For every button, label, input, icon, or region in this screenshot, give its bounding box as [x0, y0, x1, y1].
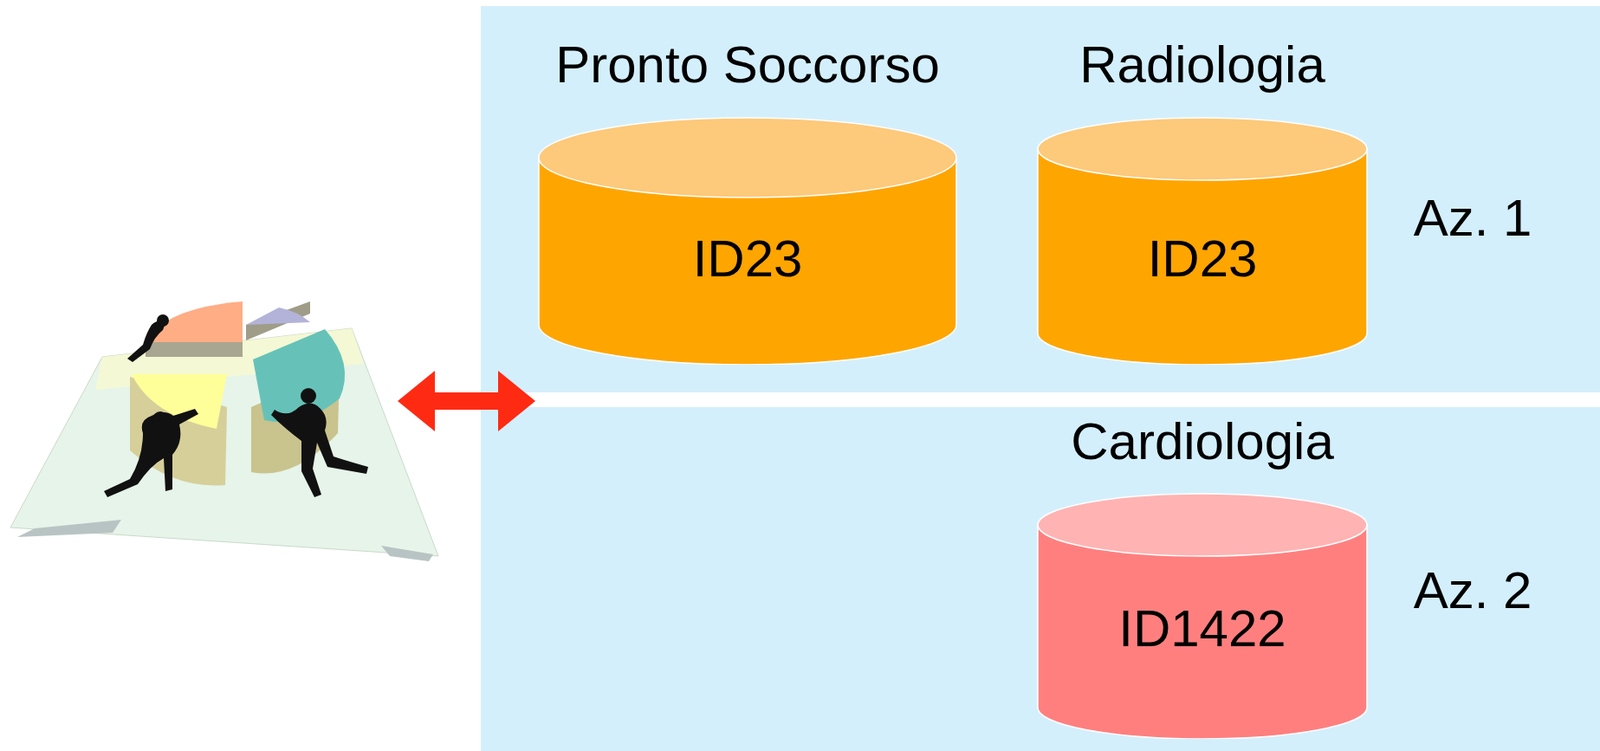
- company-label: Az. 1: [1413, 187, 1533, 248]
- clipart-shadow: [381, 545, 434, 562]
- database-cylinder: RadiologiaID23: [1036, 34, 1368, 365]
- department-title: Radiologia: [1079, 34, 1326, 95]
- pie-slice: [145, 301, 243, 343]
- pie-side: [246, 301, 311, 341]
- figure-silhouette: [103, 408, 199, 498]
- cylinder-top: [1037, 117, 1367, 181]
- company-band: Az. 2 CardiologiaID1422: [480, 407, 1600, 751]
- company-label: Az. 2: [1413, 560, 1533, 621]
- database-id: ID23: [1147, 228, 1258, 289]
- database-id: ID1422: [1118, 598, 1286, 659]
- figure-head: [156, 314, 169, 327]
- pie-slice: [246, 307, 311, 325]
- figure-silhouette: [271, 402, 369, 498]
- pie-side: [145, 342, 243, 357]
- figure-head: [300, 388, 317, 404]
- company-band: Az. 1Pronto SoccorsoID23RadiologiaID23: [480, 6, 1600, 393]
- figure-head: [152, 411, 169, 428]
- department-title: Pronto Soccorso: [555, 34, 940, 95]
- cylinder-top: [538, 117, 957, 198]
- database-cylinder: CardiologiaID1422: [1036, 411, 1368, 739]
- database-cylinder: Pronto SoccorsoID23: [537, 34, 958, 365]
- cylinder-top: [1037, 493, 1367, 557]
- clipart-shadow: [17, 519, 122, 538]
- clipart-plane: [10, 328, 439, 557]
- figure-silhouette: [127, 320, 166, 363]
- department-title: Cardiologia: [1070, 411, 1335, 472]
- double-arrow: [397, 370, 536, 432]
- database-id: ID23: [693, 228, 804, 289]
